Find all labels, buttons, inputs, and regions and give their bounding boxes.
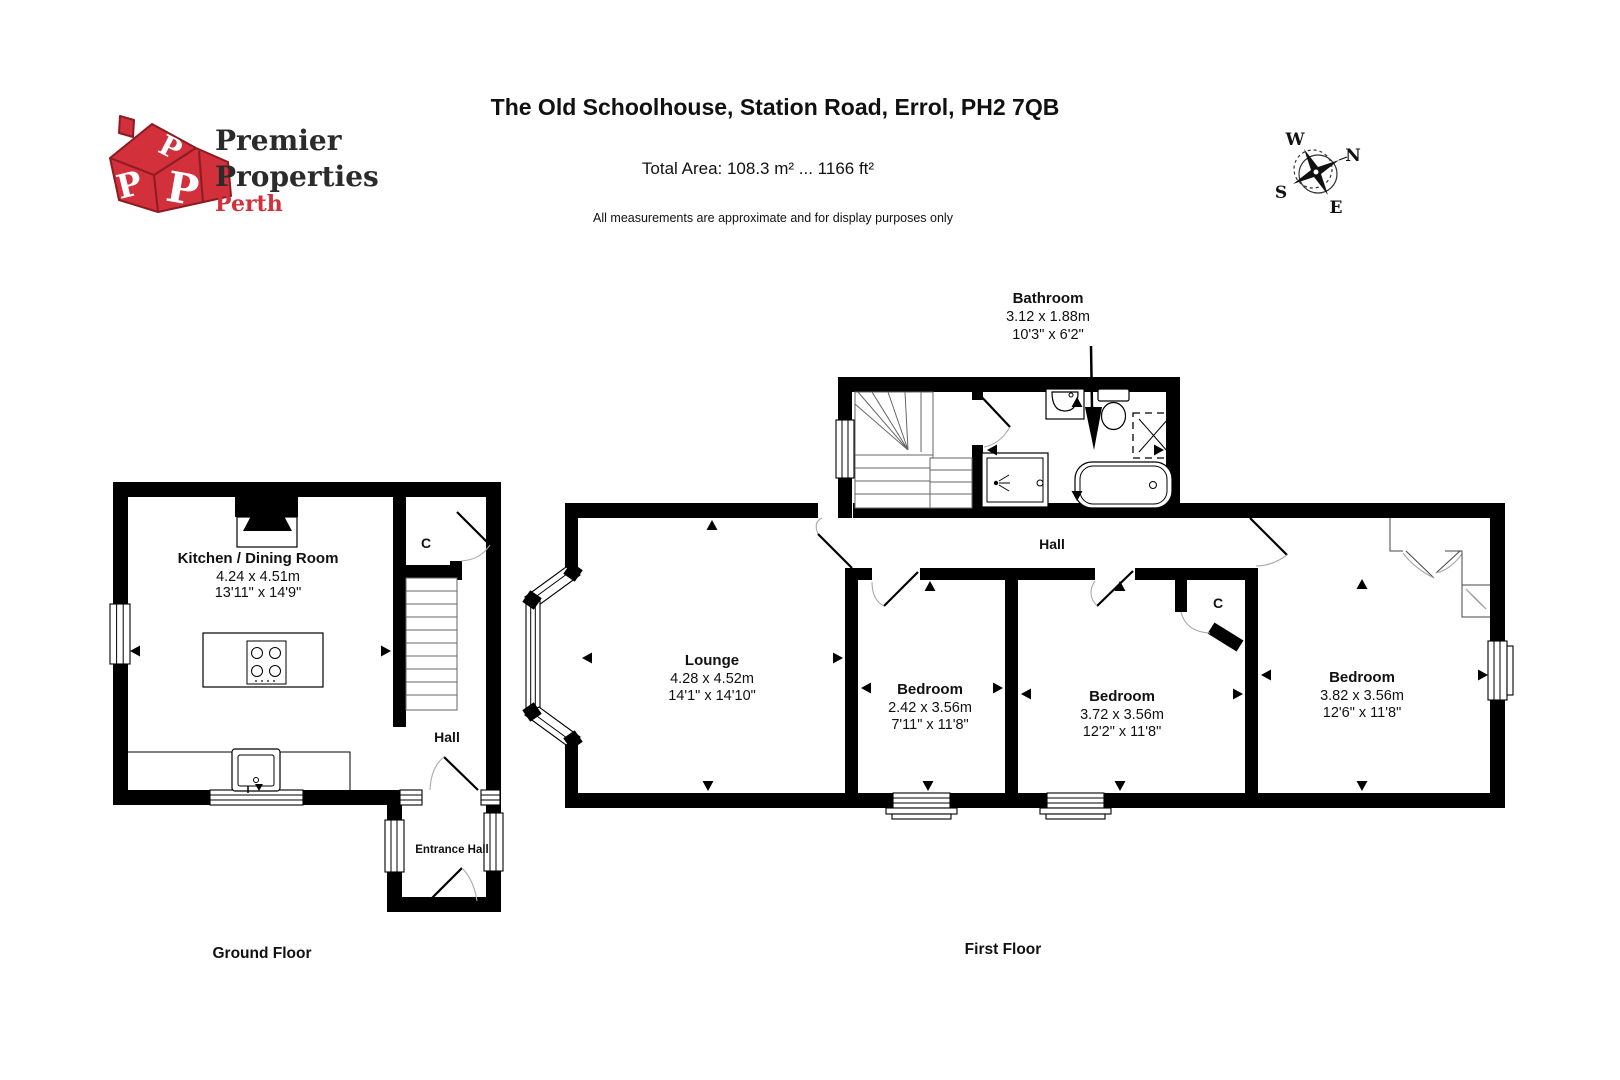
hob-icon (246, 640, 287, 685)
bathroom-fixtures (981, 388, 1175, 509)
compass-west-label: W (1284, 130, 1305, 150)
bedroom-mid-imperial: 12'2" x 11'8" (1083, 724, 1161, 740)
ground-floor-windows (109, 603, 504, 873)
ground-floor-plan: Kitchen / Dining Room 4.24 x 4.51m 13'11… (109, 482, 504, 962)
agency-logo: P P P Premier Properties Perth (109, 115, 379, 217)
page-title: The Old Schoolhouse, Station Road, Errol… (491, 94, 1060, 120)
toilet-icon (1097, 388, 1130, 431)
shower-cubicle-icon (981, 452, 1049, 508)
shower-tray-icon (1132, 412, 1175, 459)
entrance-hall-label: Entrance Hall (415, 844, 489, 856)
logo-word-properties: Properties (215, 160, 379, 193)
house-icon: P P P (109, 115, 232, 216)
bedroom-small-metric: 2.42 x 3.56m (888, 700, 972, 716)
sink-icon (231, 748, 281, 793)
kitchen-counter (128, 748, 351, 793)
ground-floor-caption: Ground Floor (212, 945, 311, 962)
logo-word-premier: Premier (215, 124, 343, 157)
lounge-label: Lounge (685, 652, 739, 669)
lounge-imperial: 14'1" x 14'10" (668, 688, 756, 704)
ground-floor-doors (426, 511, 491, 904)
bathroom-pointer-arrow (1085, 345, 1102, 450)
disclaimer-label: All measurements are approximate and for… (593, 211, 954, 225)
bedroom-small-label: Bedroom (897, 681, 963, 698)
first-floor-dimension-arrows (582, 397, 1488, 791)
compass-south-label: S (1275, 183, 1287, 203)
ground-floor-labels: Kitchen / Dining Room 4.24 x 4.51m 13'11… (178, 535, 489, 962)
kitchen-imperial: 13'11" x 14'9" (215, 585, 302, 601)
first-floor-windows (835, 419, 1514, 820)
kitchen-rear-window-icon (209, 789, 304, 806)
first-floor-walls (565, 377, 1505, 808)
bathroom-label: Bathroom (1013, 290, 1084, 307)
kitchen-metric: 4.24 x 4.51m (216, 569, 300, 585)
bedroom-mid-label: Bedroom (1089, 688, 1155, 705)
first-floor-caption: First Floor (965, 941, 1042, 958)
fireplace-icon (235, 497, 298, 548)
bedroom-small-window-icon (885, 792, 958, 820)
compass-rose-icon: W N S E (1275, 130, 1361, 218)
bedroom-large-imperial: 12'6" x 11'8" (1323, 705, 1401, 721)
ground-floor-dimension-arrows (130, 645, 391, 657)
corner-wardrobe-icon (1389, 518, 1490, 618)
bedroom-large-label: Bedroom (1329, 669, 1395, 686)
first-floor-plan: Bathroom 3.12 x 1.88m 10'3" x 6'2" Hall … (522, 290, 1514, 958)
winder-staircase-icon (854, 391, 973, 509)
bedroom-mid-metric: 3.72 x 3.56m (1080, 707, 1164, 723)
kitchen-island-icon (202, 632, 324, 688)
first-floor-labels: Bathroom 3.12 x 1.88m 10'3" x 6'2" Hall … (668, 290, 1404, 958)
bathroom-imperial: 10'3" x 6'2" (1012, 327, 1083, 343)
first-floor-doors (815, 391, 1288, 634)
entrance-window-right-icon (483, 812, 504, 872)
bathtub-icon (1074, 461, 1173, 509)
gf-cupboard-label: C (421, 535, 431, 551)
kitchen-label: Kitchen / Dining Room (178, 550, 339, 567)
compass-north-label: N (1345, 146, 1361, 166)
ff-hall-label: Hall (1039, 536, 1065, 552)
stair-window-icon (835, 419, 855, 479)
header: The Old Schoolhouse, Station Road, Errol… (491, 94, 1060, 225)
entrance-window-left-icon (384, 819, 405, 873)
logo-word-perth: Perth (215, 191, 283, 217)
gf-hall-label: Hall (434, 729, 460, 745)
lounge-metric: 4.28 x 4.52m (670, 671, 754, 687)
bathroom-metric: 3.12 x 1.88m (1006, 309, 1090, 325)
bedroom-large-metric: 3.82 x 3.56m (1320, 688, 1404, 704)
ff-cupboard-label: C (1213, 595, 1223, 611)
bay-window-icon (522, 562, 583, 750)
hall-sidelight-left-icon (399, 789, 423, 806)
hall-sidelight-right-icon (480, 789, 501, 806)
staircase-icon (405, 577, 458, 711)
bedroom-mid-window-icon (1039, 792, 1112, 820)
bedroom-small-imperial: 7'11" x 11'8" (891, 717, 968, 733)
kitchen-window-icon (109, 603, 131, 665)
bedroom-large-window-icon (1487, 640, 1514, 701)
compass-east-label: E (1330, 198, 1343, 218)
total-area-label: Total Area: 108.3 m² ... 1166 ft² (642, 159, 874, 178)
